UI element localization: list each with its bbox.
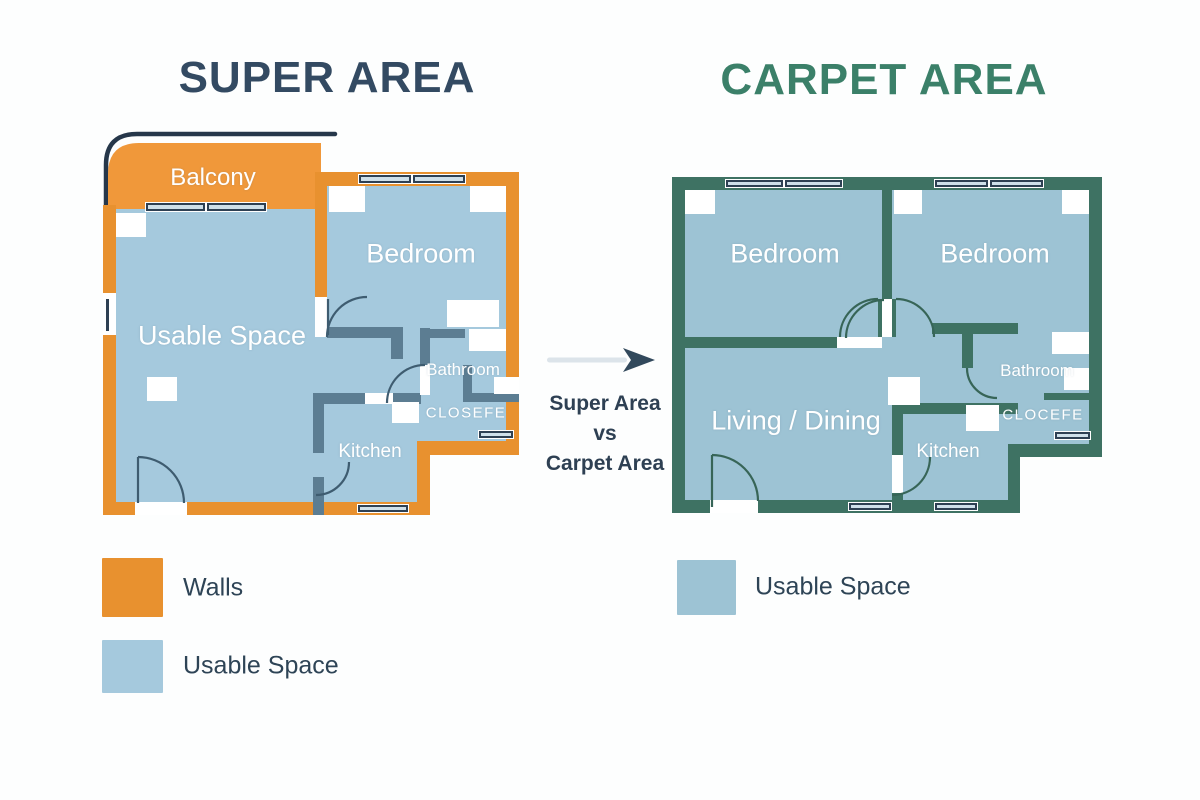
super-area-title: SUPER AREA — [178, 53, 476, 102]
double-door-leaves — [878, 299, 896, 337]
carpet-area-title: CARPET AREA — [720, 55, 1048, 104]
room-label-kitchen-left: Kitchen — [338, 441, 402, 462]
door-arcs — [710, 297, 998, 507]
room-label-usable-space: Usable Space — [137, 320, 307, 351]
room-label-living-dining: Living / Dining — [711, 405, 881, 436]
room-label-bedroom-1: Bedroom — [730, 238, 840, 269]
left-wall-window — [106, 299, 109, 331]
balcony-area — [108, 143, 321, 209]
right-arrow-icon — [547, 348, 655, 372]
room-label-closet-right: CLOCEFE — [1002, 406, 1084, 424]
legend-swatch-usable-space-right — [677, 560, 736, 615]
windows — [725, 179, 1091, 511]
super-area-floor-plan — [103, 131, 519, 515]
legend-swatch-walls — [102, 558, 163, 617]
room-label-bathroom-left: Bathroom — [426, 360, 500, 379]
caption-line-3: Carpet Area — [545, 452, 665, 475]
fixtures — [685, 190, 1089, 513]
legend-label-walls: Walls — [183, 573, 244, 602]
comparison-caption: Super Area vs Carpet Area — [546, 389, 664, 479]
legend-swatch-usable-space-left — [102, 640, 163, 693]
room-label-bedroom-left: Bedroom — [366, 238, 476, 269]
room-label-kitchen-right: Kitchen — [916, 441, 980, 462]
room-label-balcony: Balcony — [170, 164, 256, 191]
caption-line-2: vs — [593, 422, 617, 445]
legend-label-usable-space-right: Usable Space — [755, 572, 911, 601]
room-label-closet-left: CLOSEFE — [425, 404, 507, 422]
balcony-outline — [103, 131, 338, 212]
door-arcs — [136, 295, 426, 504]
carpet-area-floor-plan — [672, 177, 1102, 513]
room-label-bathroom-right: Bathroom — [1000, 361, 1074, 380]
windows — [145, 174, 514, 513]
legend-label-usable-space-left: Usable Space — [183, 651, 339, 680]
room-label-bedroom-2: Bedroom — [940, 238, 1050, 269]
caption-line-1: Super Area — [549, 392, 661, 415]
